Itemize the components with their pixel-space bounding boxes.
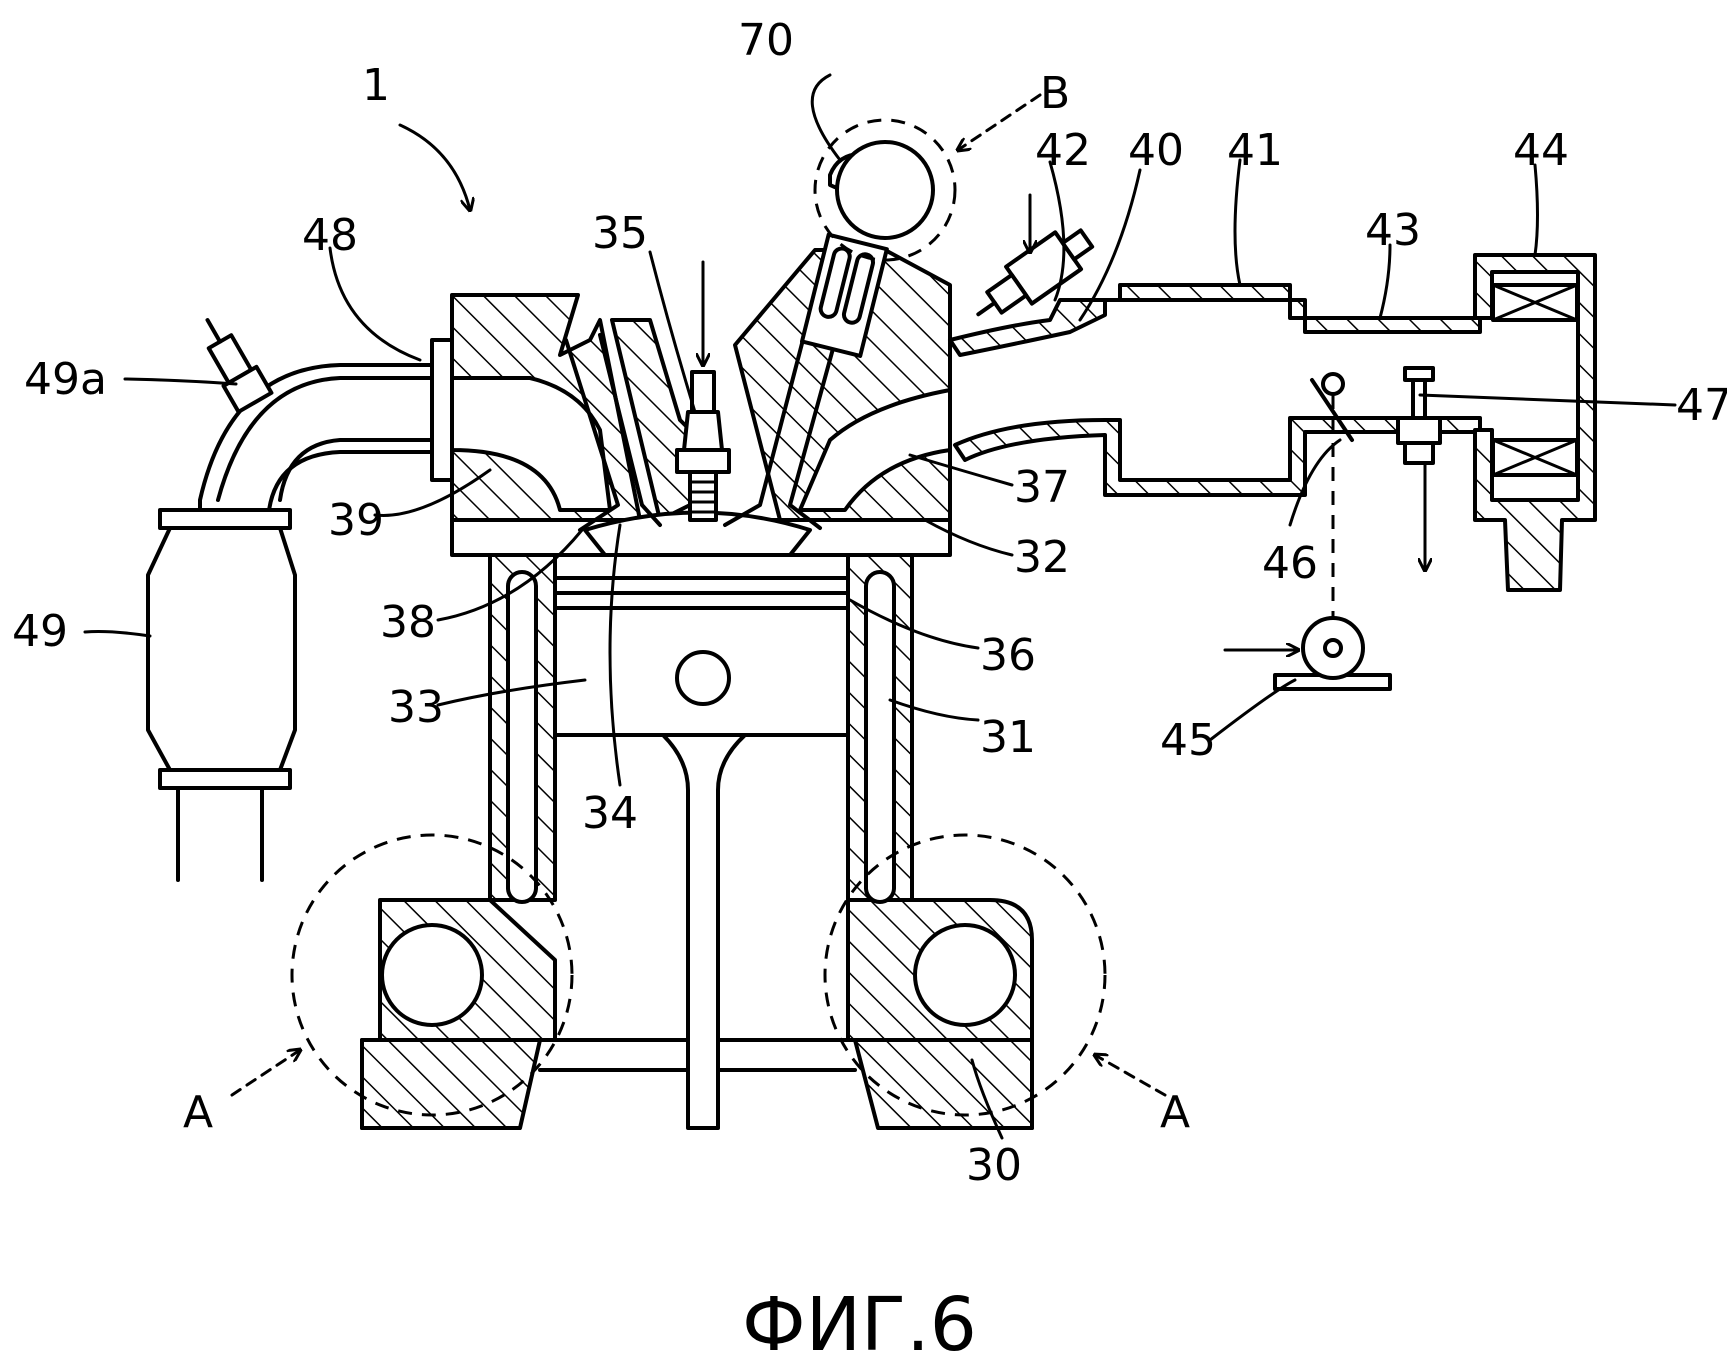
label-exhaust-port: 39 bbox=[328, 495, 384, 546]
label-intake-duct: 43 bbox=[1365, 205, 1421, 256]
detail-circle-b bbox=[813, 118, 957, 262]
label-cam: 70 bbox=[738, 15, 794, 66]
label-air-fuel-sensor: 49a bbox=[24, 354, 107, 405]
label-combustion-chamber: 34 bbox=[582, 788, 638, 839]
label-b: B bbox=[1040, 68, 1070, 119]
label-piston: 33 bbox=[388, 682, 444, 733]
actuator bbox=[1223, 616, 1392, 691]
detail-circles-a bbox=[290, 833, 1107, 1117]
intake-valve bbox=[723, 303, 847, 530]
valve-lifter bbox=[800, 232, 889, 358]
air-fuel-sensor bbox=[205, 318, 274, 414]
exhaust-port bbox=[450, 376, 612, 512]
cam bbox=[813, 118, 957, 262]
label-a-right: A bbox=[1160, 1087, 1190, 1138]
label-surge-tank: 41 bbox=[1227, 125, 1283, 176]
label-intake-port: 37 bbox=[1014, 462, 1070, 513]
label-exhaust-valve: 38 bbox=[380, 597, 436, 648]
connecting-rod bbox=[661, 733, 747, 1130]
figure-caption: ФИГ.6 bbox=[742, 1282, 977, 1363]
label-catalytic-converter: 49 bbox=[12, 606, 68, 657]
label-throttle-valve: 46 bbox=[1262, 538, 1318, 589]
label-air-cleaner: 44 bbox=[1513, 125, 1569, 176]
label-intake-manifold: 40 bbox=[1128, 125, 1184, 176]
air-cleaner bbox=[1473, 253, 1597, 592]
label-a-left: A bbox=[183, 1087, 213, 1138]
cylinder-block bbox=[488, 553, 914, 904]
catalytic-converter bbox=[146, 508, 297, 882]
label-injector: 42 bbox=[1035, 125, 1091, 176]
leader-lines bbox=[83, 73, 1677, 1140]
label-crankcase: 30 bbox=[966, 1140, 1022, 1191]
spark-plug bbox=[675, 260, 731, 522]
crank-bearing-left bbox=[380, 923, 484, 1027]
label-actuator: 45 bbox=[1160, 715, 1216, 766]
throttle-valve bbox=[1310, 372, 1354, 648]
label-air-flow-meter: 47 bbox=[1676, 380, 1727, 431]
injector bbox=[976, 228, 1095, 317]
label-cylinder-head: 32 bbox=[1014, 532, 1070, 583]
label-cylinder: 31 bbox=[980, 712, 1036, 763]
exhaust-valve bbox=[564, 333, 662, 532]
label-intake-valve: 36 bbox=[980, 630, 1036, 681]
crankcase bbox=[360, 898, 1034, 1130]
air-flow-meter bbox=[1396, 366, 1442, 570]
piston bbox=[553, 553, 850, 737]
label-exhaust-manifold: 48 bbox=[302, 210, 358, 261]
label-spark-plug: 35 bbox=[592, 208, 648, 259]
reference-labels: 1 B A A 30 31 32 33 34 35 36 37 38 39 40… bbox=[12, 15, 1727, 1191]
label-engine: 1 bbox=[362, 60, 390, 111]
crank-bearing-right bbox=[913, 923, 1017, 1027]
exhaust-manifold bbox=[198, 338, 454, 522]
